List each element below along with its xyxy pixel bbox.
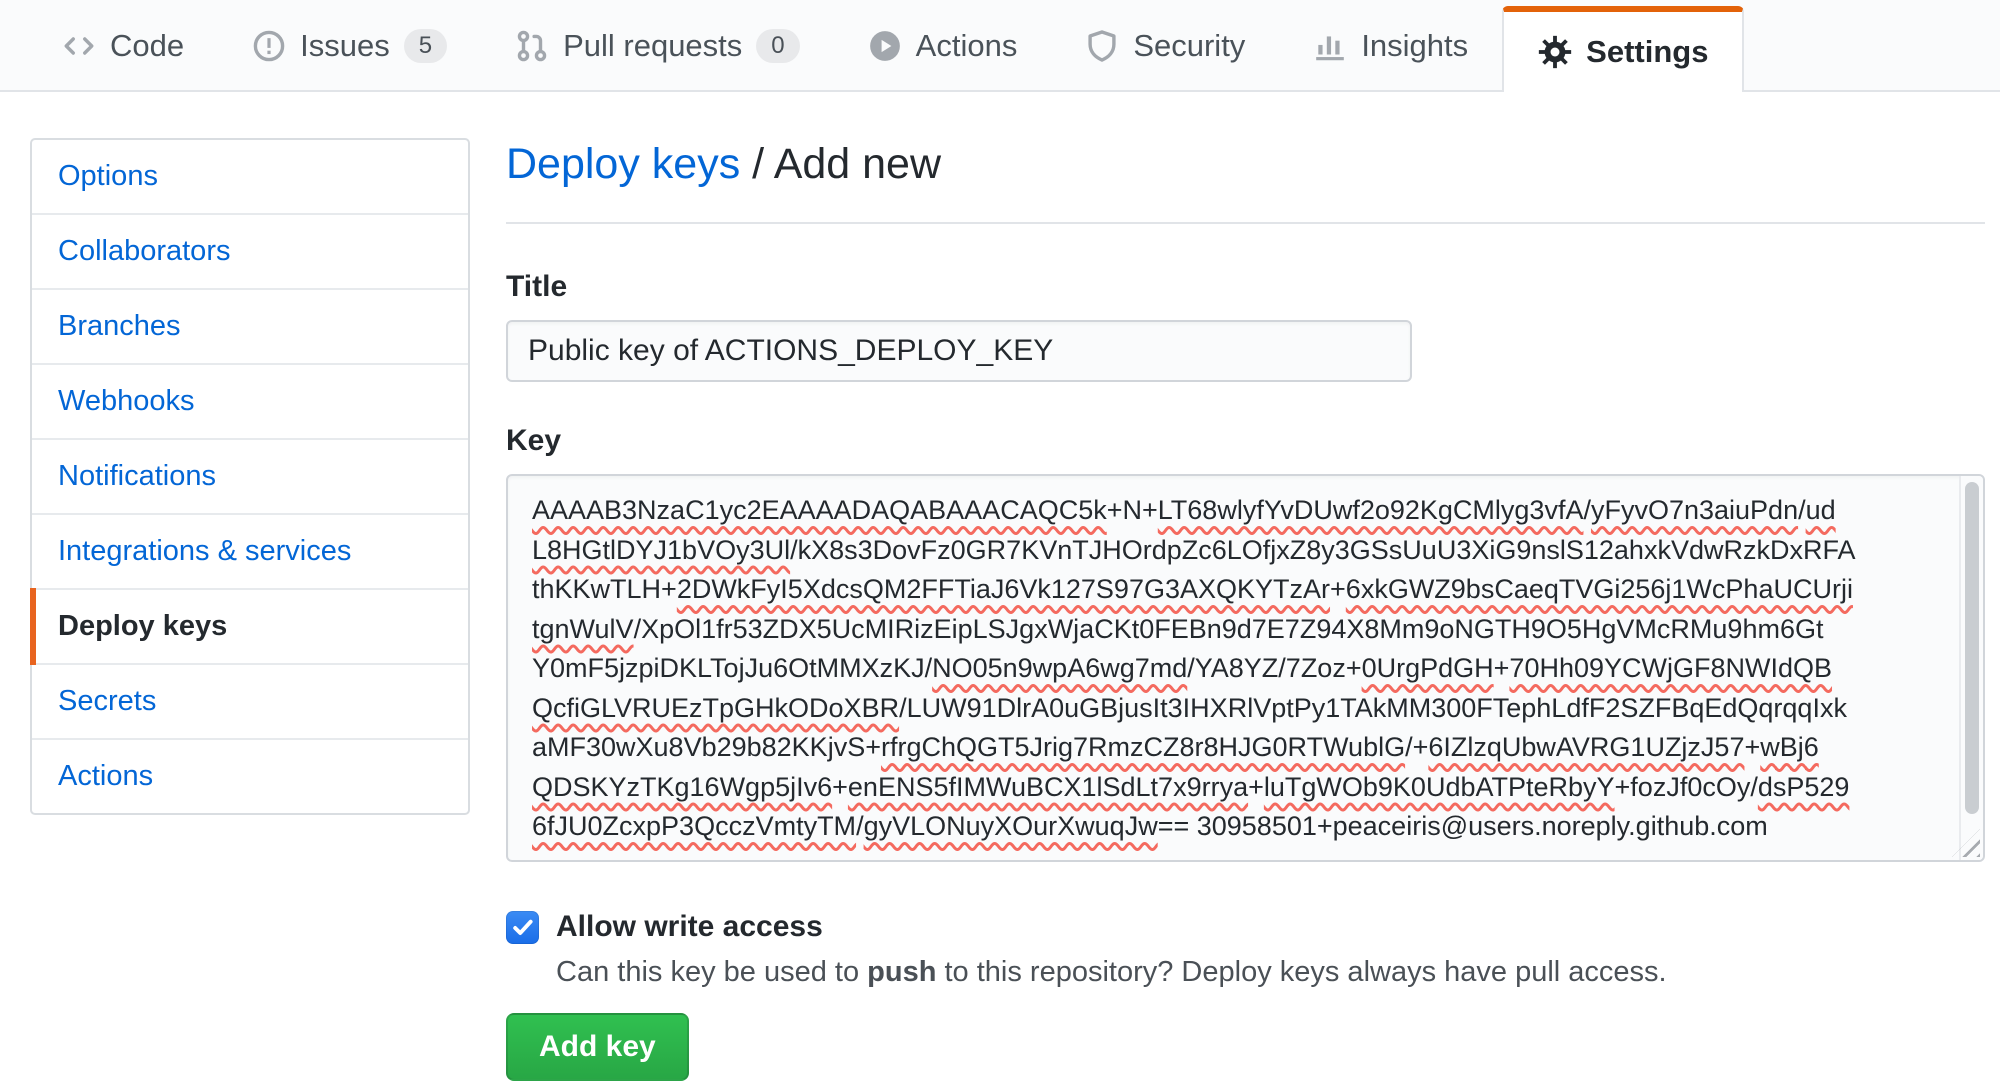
tab-label: Actions: [915, 28, 1018, 63]
tab-pull-requests[interactable]: Pull requests 0: [481, 2, 834, 90]
tab-issues[interactable]: Issues 5: [218, 2, 481, 90]
key-text-line: 6fJU0ZcxpP3QcczVmtyTM/gyVLONuyXOurXwuqJw…: [532, 811, 1768, 841]
tab-actions[interactable]: Actions: [834, 2, 1052, 90]
tab-label: Settings: [1586, 34, 1709, 69]
key-text-line: aMF30wXu8Vb29b82KKjvS+rfrgChQGT5Jrig7Rmz…: [532, 732, 1819, 762]
tab-label: Issues: [300, 28, 390, 63]
tab-insights[interactable]: Insights: [1279, 2, 1502, 90]
sidebar-item-branches[interactable]: Branches: [32, 290, 468, 365]
tab-label: Insights: [1361, 28, 1469, 63]
main-panel: Deploy keys / Add new Title Key AAAAB3Nz…: [506, 138, 1985, 1081]
sidebar-item-integrations-services[interactable]: Integrations & services: [32, 515, 468, 590]
tab-code[interactable]: Code: [28, 2, 218, 90]
shield-icon: [1085, 29, 1119, 63]
sidebar-item-secrets[interactable]: Secrets: [32, 665, 468, 740]
title-input[interactable]: [506, 320, 1412, 382]
tab-label: Security: [1133, 28, 1246, 63]
issues-count-badge: 5: [403, 28, 448, 64]
write-access-description: Can this key be used to push to this rep…: [556, 956, 1667, 988]
sidebar-item-actions[interactable]: Actions: [58, 760, 154, 792]
sidebar-item-collaborators[interactable]: Collaborators: [32, 215, 468, 290]
key-textarea[interactable]: AAAAB3NzaC1yc2EAAAADAQABAAACAQC5k+N+LT68…: [506, 474, 1985, 862]
page-title: Deploy keys / Add new: [506, 138, 1985, 224]
allow-write-access-label[interactable]: Allow write access: [556, 910, 823, 943]
breadcrumb-current: Add new: [773, 140, 942, 188]
tab-settings[interactable]: Settings: [1502, 6, 1745, 92]
checkmark-icon: [510, 914, 536, 940]
key-text-line: thKKwTLH+2DWkFyI5XdcsQM2FFTiaJ6Vk127S97G…: [532, 574, 1853, 604]
graph-icon: [1313, 29, 1347, 63]
deploy-keys-breadcrumb-link[interactable]: Deploy keys: [506, 140, 741, 188]
gear-icon: [1538, 35, 1572, 69]
textarea-scrollbar[interactable]: [1959, 476, 1983, 860]
key-text-line: QDSKYzTKg16Wgp5jIv6+enENS5fIMWuBCX1lSdLt…: [532, 771, 1850, 802]
key-text-line: Y0mF5jzpiDKLTojJu6OtMMXzKJ/NO05n9wpA6wg7…: [532, 653, 1833, 683]
sidebar-item-notifications[interactable]: Notifications: [32, 440, 468, 515]
title-field-label: Title: [506, 270, 568, 303]
pull-requests-count-badge: 0: [756, 28, 800, 64]
sidebar-item-deploy-keys[interactable]: Deploy keys: [30, 588, 468, 665]
key-text-line: QcfiGLVRUEzTpGHkODoXBR/LUW91DlrA0uGBjusI…: [532, 692, 1847, 723]
scrollbar-thumb[interactable]: [1965, 482, 1979, 814]
repo-tab-bar: Code Issues 5 Pull requests 0 Actions Security…: [0, 0, 2000, 92]
git-pull-request-icon: [515, 29, 549, 63]
key-text-line: AAAAB3NzaC1yc2EAAAADAQABAAACAQC5k+N+LT68…: [532, 495, 1836, 525]
key-text-line: tgnWulV/XpOl1fr53ZDX5UcMIRizEipLSJgxWjaC…: [532, 613, 1824, 644]
tab-label: Code: [110, 28, 185, 63]
tab-label: Pull requests: [563, 28, 743, 63]
sidebar-item-options[interactable]: Options: [32, 140, 468, 215]
tab-security[interactable]: Security: [1051, 2, 1279, 90]
allow-write-access-checkbox[interactable]: [506, 910, 539, 944]
add-key-button[interactable]: Add key: [506, 1013, 689, 1081]
key-text: AAAAB3NzaC1yc2EAAAADAQABAAACAQC5k+N+LT68…: [532, 491, 1937, 847]
sidebar-item-webhooks[interactable]: Webhooks: [32, 365, 468, 440]
issue-opened-icon: [252, 29, 286, 63]
code-icon: [62, 29, 96, 63]
play-icon: [868, 29, 902, 63]
key-field-label: Key: [506, 424, 562, 457]
key-text-line: L8HGtlDYJ1bVOy3Ul/kX8s3DovFz0GR7KVnTJHOr…: [532, 534, 1856, 565]
breadcrumb-separator: /: [740, 140, 774, 188]
